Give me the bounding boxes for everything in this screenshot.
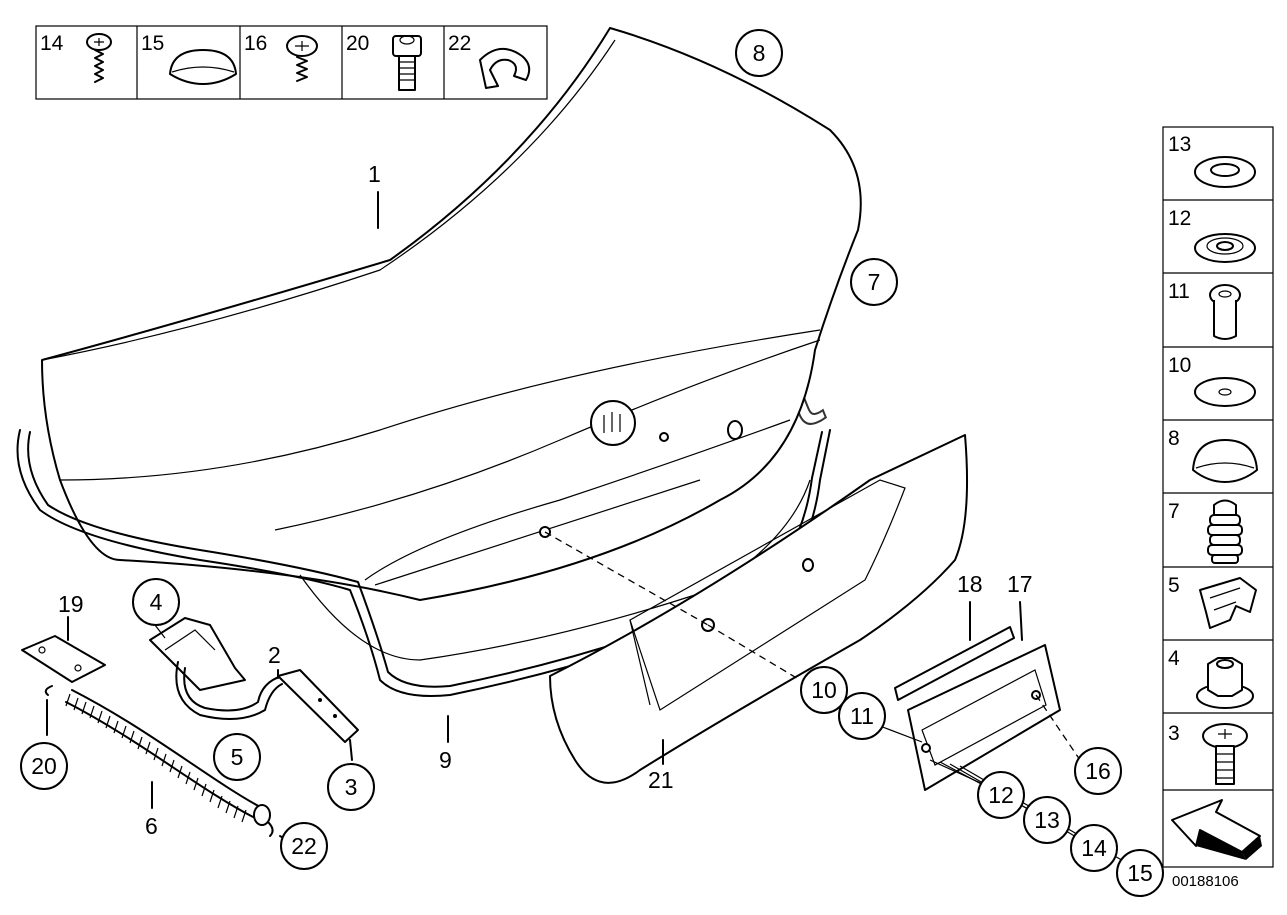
circled-callout-11: 11 bbox=[838, 692, 886, 740]
circled-callout-4: 4 bbox=[132, 578, 180, 626]
clip-icon bbox=[479, 48, 531, 89]
circled-callout-20: 20 bbox=[20, 742, 68, 790]
circled-callout-10: 10 bbox=[800, 666, 848, 714]
grommet-icon bbox=[1194, 233, 1256, 263]
callout-9: 9 bbox=[439, 747, 452, 773]
svg-text:13: 13 bbox=[1034, 807, 1060, 833]
circled-callout-12: 12 bbox=[977, 771, 1025, 819]
buffer-icon bbox=[1207, 499, 1243, 564]
side-panel-label: 13 bbox=[1168, 133, 1191, 156]
svg-text:4: 4 bbox=[150, 589, 163, 615]
side-panel-label: 12 bbox=[1168, 207, 1191, 230]
trunk-lid bbox=[41, 27, 862, 661]
svg-text:22: 22 bbox=[291, 833, 317, 859]
nut-icon bbox=[1196, 657, 1254, 709]
callout-1: 1 bbox=[368, 161, 381, 187]
side-panel-label: 3 bbox=[1168, 722, 1180, 745]
screw-icon bbox=[286, 35, 318, 82]
svg-text:5: 5 bbox=[231, 744, 244, 770]
plug-icon bbox=[1192, 439, 1258, 483]
bushing-icon bbox=[1209, 284, 1241, 340]
license-strip bbox=[894, 626, 1015, 701]
side-panel-label: 4 bbox=[1168, 647, 1180, 670]
circled-callout-14: 14 bbox=[1070, 824, 1118, 872]
circled-callout-13: 13 bbox=[1023, 796, 1071, 844]
side-panel-frame bbox=[1162, 126, 1274, 868]
washer-icon bbox=[1194, 156, 1256, 188]
callout-2: 2 bbox=[268, 642, 281, 668]
callout-6: 6 bbox=[145, 813, 158, 839]
circled-callout-15: 15 bbox=[1116, 849, 1164, 897]
side-panel-label: 7 bbox=[1168, 500, 1180, 523]
gas-spring bbox=[44, 685, 274, 837]
svg-text:15: 15 bbox=[1127, 860, 1153, 886]
svg-text:16: 16 bbox=[1085, 758, 1111, 784]
top-panel-label: 22 bbox=[448, 32, 471, 55]
hinge-assembly bbox=[149, 617, 359, 743]
circled-callout-3: 3 bbox=[327, 763, 375, 811]
cap-icon bbox=[169, 49, 237, 85]
circled-callout-16: 16 bbox=[1074, 747, 1122, 795]
side-panel-label: 10 bbox=[1168, 354, 1191, 377]
top-panel-label: 15 bbox=[141, 32, 164, 55]
svg-text:20: 20 bbox=[31, 753, 57, 779]
circled-callout-7: 7 bbox=[850, 258, 898, 306]
callout-17: 17 bbox=[1007, 571, 1033, 597]
svg-text:12: 12 bbox=[988, 782, 1014, 808]
side-parts-panel: 13 12 11 10 8 7 5 4 3 bbox=[1162, 126, 1274, 868]
orientation-arrow-icon bbox=[1171, 799, 1262, 860]
svg-text:10: 10 bbox=[811, 677, 837, 703]
hex-bolt-icon bbox=[1202, 723, 1248, 785]
callout-18: 18 bbox=[957, 571, 983, 597]
top-panel-label: 14 bbox=[40, 32, 64, 55]
emblem-recess-icon bbox=[590, 400, 636, 446]
top-parts-panel: 14 15 16 20 22 bbox=[35, 25, 548, 100]
plain-callouts: 1 2 6 9 17 18 19 21 bbox=[58, 161, 1033, 839]
circled-callout-22: 22 bbox=[280, 822, 328, 870]
hinge-plate bbox=[21, 635, 106, 683]
bolt-icon bbox=[392, 35, 422, 91]
circled-callouts: 3 4 5 7 8 10 11 12 bbox=[20, 29, 1164, 897]
svg-text:7: 7 bbox=[868, 269, 881, 295]
callout-21: 21 bbox=[648, 767, 674, 793]
svg-text:14: 14 bbox=[1081, 835, 1107, 861]
license-plate-holder bbox=[907, 644, 1061, 791]
callout-19: 19 bbox=[58, 591, 84, 617]
svg-text:3: 3 bbox=[345, 774, 358, 800]
trim-panel bbox=[549, 434, 969, 784]
side-panel-label: 11 bbox=[1168, 280, 1190, 303]
top-panel-frame bbox=[35, 25, 548, 100]
svg-text:11: 11 bbox=[850, 703, 874, 729]
side-panel-label: 8 bbox=[1168, 427, 1180, 450]
screw-icon bbox=[86, 33, 112, 83]
top-panel-label: 16 bbox=[244, 32, 267, 55]
circled-callout-8: 8 bbox=[735, 29, 783, 77]
top-panel-label: 20 bbox=[346, 32, 369, 55]
flat-washer-icon bbox=[1194, 377, 1256, 407]
side-panel-label: 5 bbox=[1168, 574, 1180, 597]
reference-number: 00188106 bbox=[1172, 873, 1239, 890]
spring-clip-icon bbox=[1199, 577, 1257, 629]
svg-text:8: 8 bbox=[753, 40, 766, 66]
circled-callout-5: 5 bbox=[213, 733, 261, 781]
